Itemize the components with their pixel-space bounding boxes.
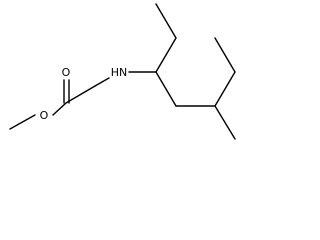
bond-oxygen-carbonyl-carbon (52, 102, 67, 116)
bond-carbonyl-ch2 (65, 85, 96, 104)
bond-branch-ch2 (214, 71, 236, 107)
atom-methyl-ester-oxygen: O (40, 109, 49, 122)
atom-carbonyl-oxygen: O (62, 66, 71, 79)
bond-branch-methyl (214, 105, 236, 140)
bond-ch2-nitrogen (94, 77, 110, 87)
bond-terminal-ch3 (214, 37, 236, 73)
bond-methyl-oxygen (9, 114, 36, 130)
bond-ethyl-ch3 (155, 3, 177, 39)
bond-ch-ethyl-ch2 (155, 37, 177, 73)
molecule-structure: O O HN (9, 3, 236, 140)
atom-amine-nitrogen: HN (111, 66, 128, 79)
bond-ch-chain-ch2 (155, 71, 177, 107)
